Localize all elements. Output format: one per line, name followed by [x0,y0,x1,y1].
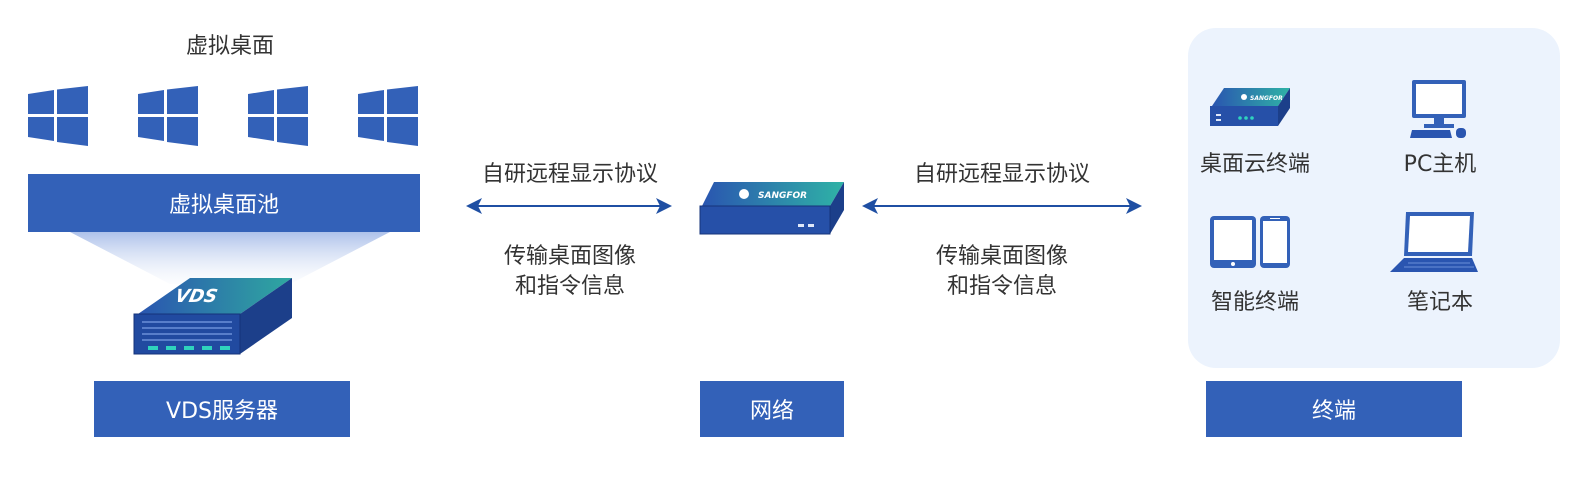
network-label: 网络 [749,399,794,424]
terminals-label-bar: 终端 [1206,381,1462,437]
laptop-icon [1390,212,1478,272]
vds-server-label-bar: VDS服务器 [94,381,350,437]
windows-icon [248,86,308,146]
right-desc-line2: 和指令信息 [946,274,1057,299]
terminals-panel [1188,28,1560,368]
network-device-icon: SANGFOR [699,182,844,235]
bidirectional-arrow-icon [862,198,1142,214]
terminals-label: 终端 [1311,399,1356,424]
vds-server-brand: VDS [173,286,219,307]
windows-icon [28,86,88,146]
virtual-desktop-pool-bar: 虚拟桌面池 [28,174,420,232]
terminal-label-pc: PC主机 [1403,152,1477,177]
windows-icon [138,86,198,146]
left-desc-line2: 和指令信息 [514,274,625,299]
tablet-phone-icon [1210,216,1290,268]
right-desc-line1: 传输桌面图像 [935,244,1068,269]
bidirectional-arrow-icon [466,198,672,214]
vds-server-label: VDS服务器 [166,399,278,424]
network-label-bar: 网络 [700,381,844,437]
right-protocol-label: 自研远程显示协议 [913,162,1090,187]
terminal-label-thin-client: 桌面云终端 [1199,152,1310,177]
terminal-label-smart-terminal: 智能终端 [1210,290,1299,315]
network-device-brand: SANGFOR [758,191,807,201]
left-protocol-label: 自研远程显示协议 [481,162,658,187]
pc-icon [1410,80,1466,138]
vds-server-icon: VDS [70,232,390,355]
virtual-desktop-title: 虚拟桌面 [185,34,274,59]
left-desc-line1: 传输桌面图像 [503,244,636,269]
thin-client-icon: SANGFOR [1210,88,1290,126]
terminal-label-laptop: 笔记本 [1406,290,1473,315]
thin-client-brand: SANGFOR [1250,95,1283,102]
windows-icon [358,86,418,146]
virtual-desktop-pool-label: 虚拟桌面池 [168,193,279,218]
